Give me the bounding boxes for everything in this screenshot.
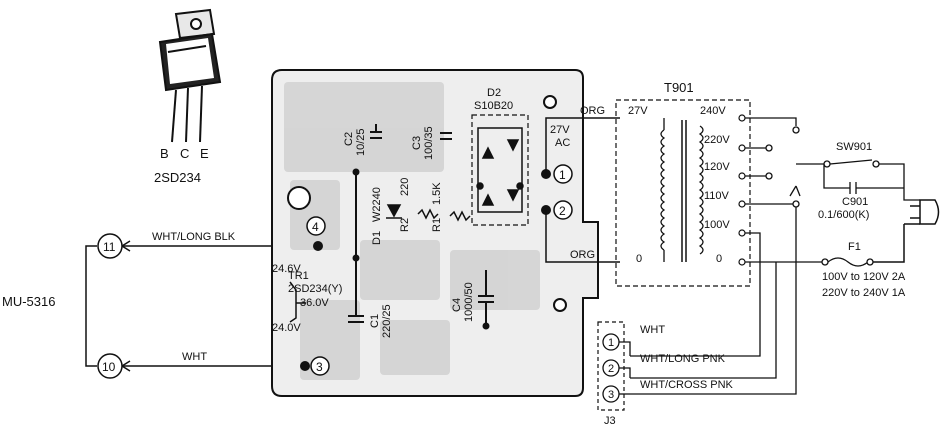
terminal-1-label: 1 (559, 168, 566, 182)
pcb-mounting-hole-top (543, 95, 557, 109)
terminal-3-label: 3 (316, 360, 323, 374)
transistor-pin-c: C (180, 146, 189, 161)
wire-label-wht: WHT (182, 351, 207, 363)
mu-pin-10-label: 10 (102, 360, 116, 374)
c3-capacitor (440, 132, 452, 140)
c4-value: 1000/50 (463, 282, 475, 322)
f1-ref: F1 (848, 241, 861, 253)
mu-pin-11-label: 11 (103, 240, 116, 254)
j3-wire-label-1: WHT (640, 324, 665, 336)
tr1-transistor-leads (289, 281, 306, 323)
d1-zener-diode (386, 204, 402, 219)
pcb-mounting-hole-left (287, 186, 311, 210)
org-wire-label-top: ORG (580, 105, 605, 117)
voltage-24-0: 24.0V (272, 322, 301, 334)
tr1-part: 2SD234(Y) (288, 283, 342, 295)
f1-fuse (821, 257, 874, 267)
ac-label-27v: 27V (550, 124, 570, 136)
r2-ref: R2 (399, 218, 411, 232)
terminal-4-label: 4 (312, 220, 319, 234)
transistor-pin-e: E (200, 146, 209, 161)
power-plug-icon (870, 199, 940, 263)
r2-resistor (417, 208, 439, 220)
c4-ref: C4 (451, 298, 463, 312)
f1-rating-2: 220V to 240V 1A (822, 287, 906, 299)
tap-120v: 120V (704, 161, 730, 173)
org-wires (545, 117, 620, 263)
d2-ref: D2 (487, 87, 501, 99)
terminal-1-circle (553, 164, 573, 184)
d2-part: S10B20 (474, 100, 513, 112)
terminal-4-circle (306, 216, 326, 236)
tap-220v: 220V (704, 134, 730, 146)
voltage-selector-wiring (630, 117, 822, 395)
j3-outline (597, 321, 625, 411)
pcb-mounting-hole-bottom (553, 298, 567, 312)
ac-label-ac: AC (555, 137, 570, 149)
module-label: MU-5316 (2, 294, 55, 309)
c1-value: 220/25 (381, 304, 393, 338)
t901-secondary-27v: 27V (628, 105, 648, 117)
j3-wires (619, 341, 631, 395)
wire-label-wht-long-blk: WHT/LONG BLK (152, 231, 236, 243)
f1-rating-1: 100V to 120V 2A (822, 271, 906, 283)
c2-ref: C2 (343, 132, 355, 146)
terminal-3-dot (300, 361, 310, 371)
terminal-3-circle (310, 356, 330, 376)
r1-ref: R1 (431, 218, 443, 232)
c1-capacitor (348, 258, 364, 323)
c4-capacitor (478, 270, 494, 326)
j3-pin-1-label: 1 (608, 337, 614, 349)
r2-value: 220 (399, 178, 411, 196)
t901-ref: T901 (664, 80, 694, 95)
tap-0: 0 (716, 253, 722, 265)
r1-value: 1.5K (431, 182, 443, 205)
voltage-24-6: 24.6V (272, 263, 301, 275)
j3-pin-3-label: 3 (608, 389, 614, 401)
c2-value: 10/25 (355, 128, 367, 156)
org-wire-label-bottom: ORG (570, 249, 595, 261)
c3-value: 100/35 (423, 126, 435, 160)
tap-240v: 240V (700, 105, 726, 117)
c901-ref: C901 (842, 196, 868, 208)
tap-110v: 110V (704, 190, 730, 202)
j3-ref: J3 (604, 415, 616, 427)
transistor-package-drawing (158, 8, 222, 143)
terminal-2-label: 2 (559, 204, 566, 218)
mu-pin-10-circle (97, 353, 123, 379)
tap-100v: 100V (704, 219, 730, 231)
sw901-ref: SW901 (836, 141, 872, 153)
d1-part: W2240 (371, 187, 383, 222)
voltage-36-0: 36.0V (300, 297, 329, 309)
d1-ref: D1 (371, 231, 383, 245)
c4-node (482, 322, 490, 330)
board-node-top (352, 168, 360, 176)
j3-wire-label-2: WHT/LONG PNK (640, 353, 726, 365)
terminal-2-circle (553, 200, 573, 220)
sw901-switch (796, 159, 920, 201)
t901-windings (660, 118, 704, 262)
c1-ref: C1 (369, 314, 381, 328)
r1-resistor (449, 210, 471, 222)
c3-ref: C3 (411, 136, 423, 150)
tap-terminals (738, 114, 746, 266)
transistor-pin-b: B (160, 146, 169, 161)
transistor-part-label: 2SD234 (154, 170, 201, 185)
t901-outline (615, 99, 751, 287)
d2-bridge-outline (471, 114, 529, 226)
c901-value: 0.1/600(K) (818, 209, 869, 221)
terminal-4-dot (313, 241, 323, 251)
mu-pin-11-circle (97, 233, 123, 259)
tr1-ref: TR1 (288, 270, 309, 282)
d2-bridge-diodes (476, 127, 524, 213)
c2-capacitor (370, 124, 382, 139)
j3-wire-label-3: WHT/CROSS PNK (640, 379, 734, 391)
j3-pin-2-label: 2 (608, 363, 614, 375)
t901-secondary-0: 0 (636, 253, 642, 265)
